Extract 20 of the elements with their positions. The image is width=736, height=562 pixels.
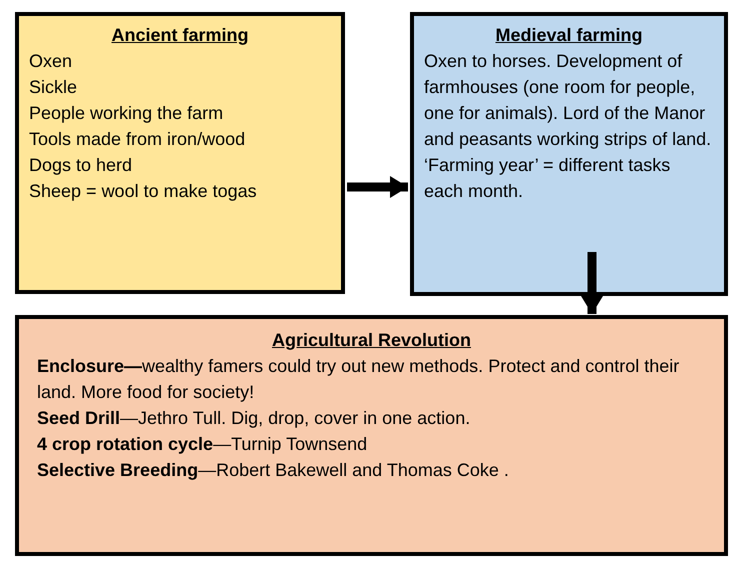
info-card	[410, 12, 728, 296]
paragraph: ‘Farming year’ = different tasks each month.	[424, 154, 672, 203]
paragraph: Selective Breeding—Robert Bakewell and Thomas Coke .	[37, 459, 510, 482]
heading: Medieval farming	[494, 24, 644, 47]
paragraph: Enclosure—wealthy famers could try out new methods. Protect and control their land. More food for society!	[37, 355, 680, 404]
heading: Ancient farming	[110, 24, 250, 47]
info-card	[15, 315, 728, 556]
paragraph: Seed Drill—Jethro Tull. Dig, drop, cover in one action.	[37, 407, 472, 430]
list-item: Tools made from iron/wood	[29, 128, 246, 151]
list-item: Sickle	[29, 76, 78, 99]
list-item: Oxen	[29, 50, 74, 73]
paragraph: Oxen to horses. Development of farmhouses (one room for people, one for animals). Lord of the Manor and peasants working strips of land.	[424, 50, 712, 151]
arrow	[581, 252, 603, 314]
paragraph: 4 crop rotation cycle—Turnip Townsend	[37, 433, 368, 456]
info-card	[15, 12, 345, 294]
arrow	[347, 176, 408, 198]
list-item: People working the farm	[29, 102, 224, 125]
list-item: Sheep = wool to make togas	[29, 180, 258, 203]
list-item: Dogs to herd	[29, 154, 134, 177]
heading: Agricultural Revolution	[270, 329, 472, 352]
